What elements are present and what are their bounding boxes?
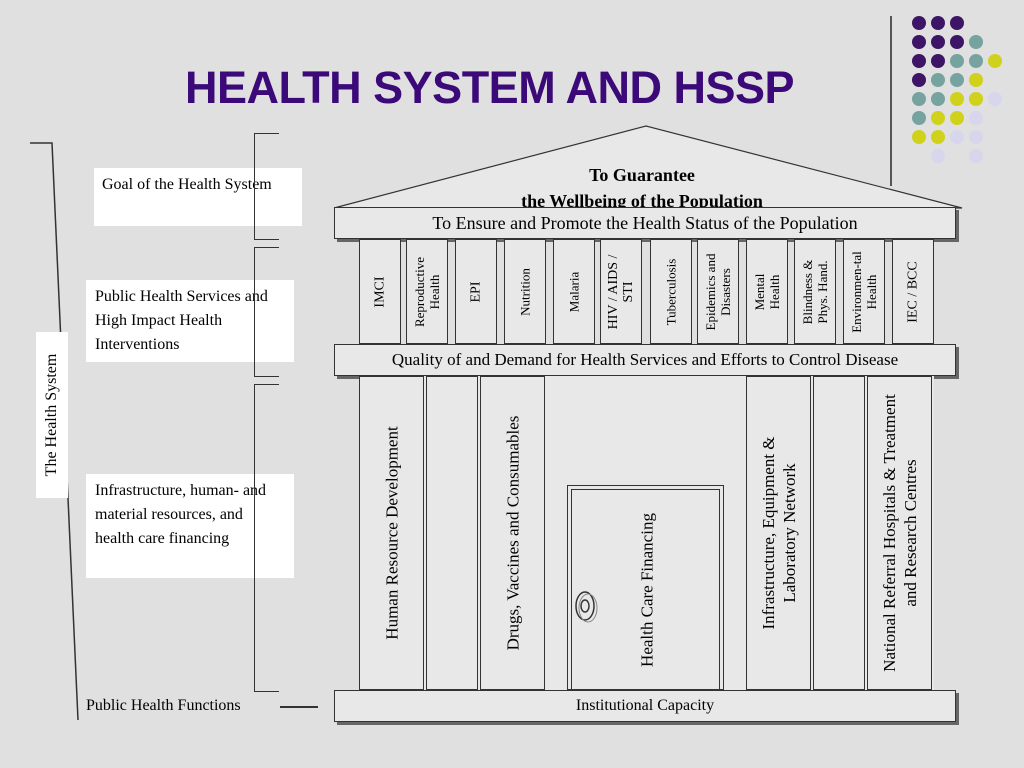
roof-line-1: To Guarantee [589, 165, 695, 185]
dot [931, 35, 945, 49]
program-label: Mental Health [752, 273, 782, 310]
health-system-label-box: The Health System [36, 332, 68, 498]
dot [950, 73, 964, 87]
pillar-infrastructure: Infrastructure, Equipment & Laboratory N… [746, 376, 811, 690]
dot [912, 35, 926, 49]
dot [969, 73, 983, 87]
program-label: Epidemics and Disasters [703, 253, 733, 330]
dot [988, 92, 1002, 106]
program-label: HIV / AIDS / STI [606, 254, 636, 329]
dot [950, 35, 964, 49]
middle-bar: Quality of and Demand for Health Service… [334, 344, 956, 376]
door-label: Health Care Financing [637, 512, 657, 667]
dot [912, 16, 926, 30]
dot [912, 111, 926, 125]
dot [988, 54, 1002, 68]
dot [931, 73, 945, 87]
program-label: Environmen-tal Health [849, 250, 879, 333]
dot [950, 16, 964, 30]
top-bar-label: To Ensure and Promote the Health Status … [432, 212, 858, 233]
infrastructure-bracket [254, 384, 279, 692]
program-column: Environmen-tal Health [843, 239, 885, 344]
health-system-label: The Health System [43, 353, 60, 477]
program-column: IEC / BCC [892, 239, 934, 344]
page-title: HEALTH SYSTEM AND HSSP [185, 62, 795, 113]
program-label: EPI [468, 281, 484, 302]
dot [969, 92, 983, 106]
dot [931, 54, 945, 68]
pillar-spacer [426, 376, 478, 690]
program-label: Malaria [566, 271, 582, 312]
dot [950, 111, 964, 125]
goal-bracket [254, 133, 279, 240]
pillar-drugs: Drugs, Vaccines and Consumables [480, 376, 545, 690]
pillar-spacer [813, 376, 865, 690]
dot [950, 130, 964, 144]
functions-connector-line [280, 706, 318, 708]
program-label: Tuberculosis [663, 258, 679, 325]
dot [931, 92, 945, 106]
dot [950, 54, 964, 68]
program-label: IMCI [372, 275, 388, 308]
program-column: Epidemics and Disasters [697, 239, 739, 344]
pillar-label: Human Resource Development [382, 426, 401, 640]
dot [969, 111, 983, 125]
dot [931, 149, 945, 163]
pillar-human-resources: Human Resource Development [359, 376, 424, 690]
pillar-label: Infrastructure, Equipment & Laboratory N… [758, 436, 799, 630]
program-column: Mental Health [746, 239, 788, 344]
dot [912, 92, 926, 106]
dot [931, 130, 945, 144]
middle-bar-label: Quality of and Demand for Health Service… [391, 350, 899, 369]
program-column: Reproductive Health [406, 239, 448, 344]
dot [931, 16, 945, 30]
program-label: Nutrition [517, 267, 533, 316]
program-column: Blindness & Phys. Hand. [794, 239, 836, 344]
dot [969, 35, 983, 49]
program-label: IEC / BCC [905, 260, 921, 323]
dot [912, 73, 926, 87]
base-bar-label: Institutional Capacity [575, 697, 715, 714]
program-column: Tuberculosis [650, 239, 692, 344]
infrastructure-label: Infrastructure, human- and material reso… [86, 474, 294, 578]
base-bar: Institutional Capacity [334, 690, 956, 722]
dot [969, 130, 983, 144]
roof-line-2: the Wellbeing of the Population [521, 191, 763, 208]
roof-text: To Guarantee the Wellbeing of the Popula… [450, 162, 834, 208]
program-label: Reproductive Health [412, 256, 442, 327]
program-label: Blindness & Phys. Hand. [800, 259, 830, 324]
services-bracket [254, 247, 279, 377]
program-column: IMCI [359, 239, 401, 344]
program-column: EPI [455, 239, 497, 344]
pillar-label: Drugs, Vaccines and Consumables [503, 415, 522, 651]
program-column: Malaria [553, 239, 595, 344]
pillar-label: National Referral Hospitals & Treatment … [879, 394, 920, 672]
dot [969, 149, 983, 163]
program-column: Nutrition [504, 239, 546, 344]
dot [912, 130, 926, 144]
program-column: HIV / AIDS / STI [600, 239, 642, 344]
goal-label: Goal of the Health System [94, 168, 302, 226]
health-system-bracket [30, 142, 79, 721]
title-divider-line [890, 16, 892, 186]
door-financing: Health Care Financing [571, 489, 720, 690]
door-knob-icon [575, 591, 598, 623]
dot [931, 111, 945, 125]
functions-label: Public Health Functions [86, 697, 241, 714]
dot [912, 54, 926, 68]
top-bar: To Ensure and Promote the Health Status … [334, 207, 956, 239]
dot [950, 92, 964, 106]
services-label: Public Health Services and High Impact H… [86, 280, 294, 362]
dot [969, 54, 983, 68]
pillar-referral: National Referral Hospitals & Treatment … [867, 376, 932, 690]
